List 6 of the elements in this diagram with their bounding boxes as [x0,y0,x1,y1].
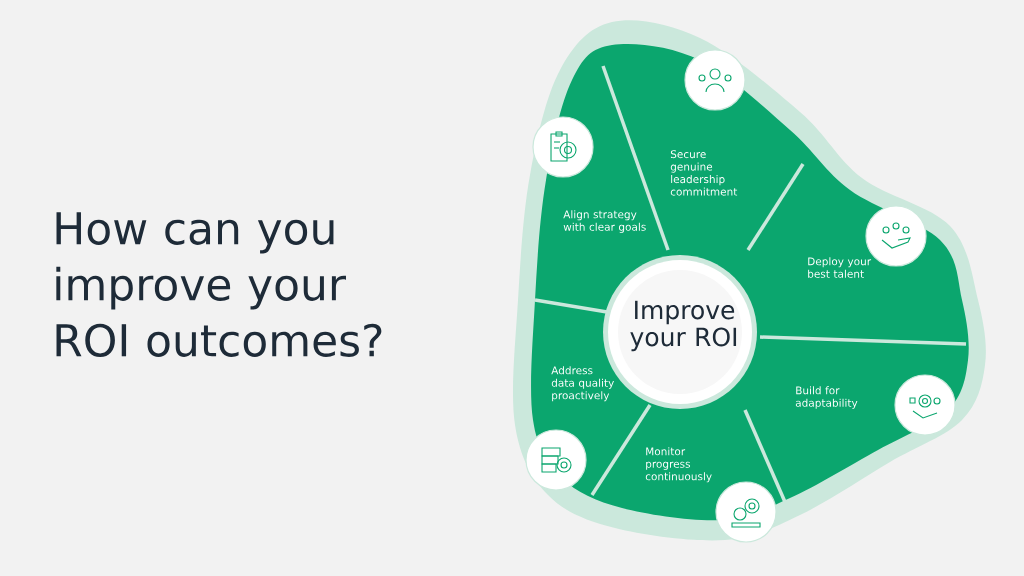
title: How can you improve your ROI outcomes? [56,212,382,357]
segment-label: Monitor progress continuously [645,447,712,483]
segment-label: Secure genuine leadership commitment [670,150,738,196]
segment-label: Align strategy with clear goals [563,210,646,233]
segment-label: Deploy your best talent [808,257,872,278]
segment-label: Build for adaptability [795,386,858,409]
